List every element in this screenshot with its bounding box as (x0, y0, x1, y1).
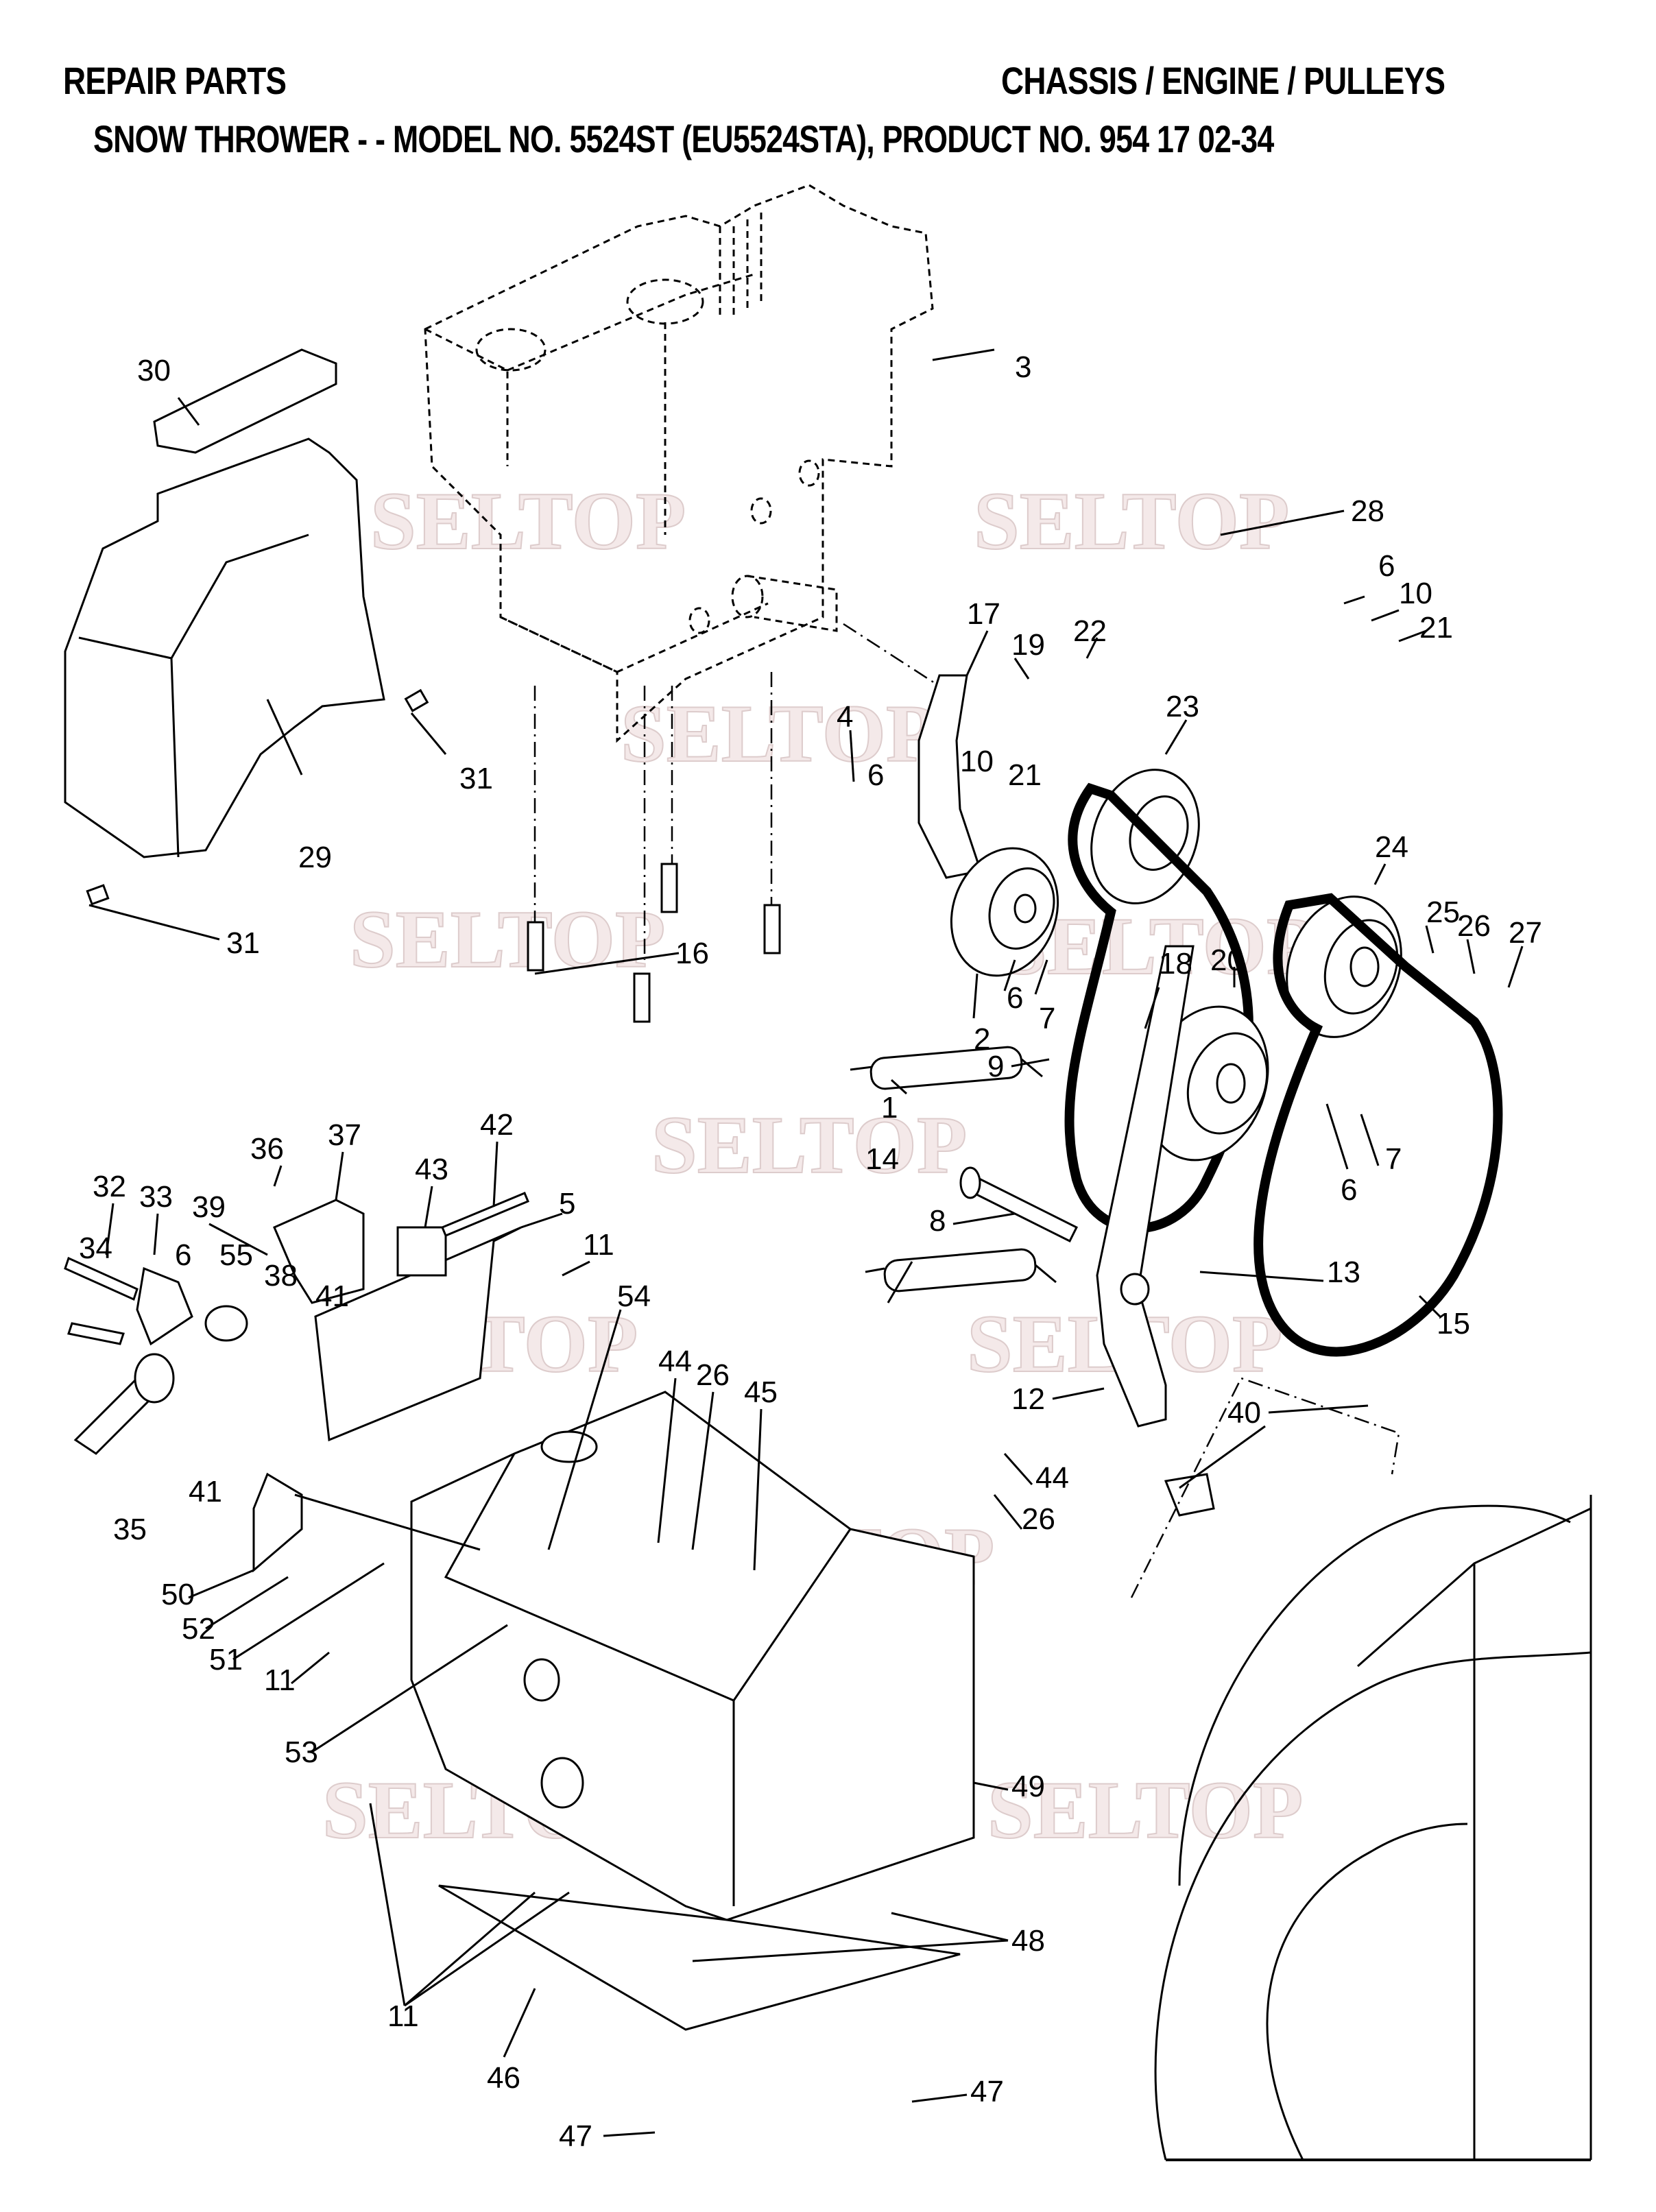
callout-24: 24 (1375, 830, 1408, 864)
shift-arm-parts-32-35 (64, 1256, 248, 1455)
spring-part-14 (865, 1248, 1057, 1293)
callout-31: 31 (226, 926, 260, 960)
callout-50: 50 (161, 1578, 195, 1611)
callout-1: 1 (881, 1091, 898, 1125)
callout-11: 11 (583, 1228, 614, 1262)
callout-19: 19 (1011, 628, 1045, 662)
callout-5: 5 (559, 1187, 575, 1221)
callout-41: 41 (315, 1279, 349, 1313)
callout-45: 45 (744, 1375, 778, 1409)
callout-8: 8 (929, 1204, 946, 1238)
leader-lines (88, 348, 1524, 1400)
callout-52: 52 (182, 1612, 215, 1646)
callout-47: 47 (970, 2075, 1004, 2108)
callout-11: 11 (264, 1663, 296, 1697)
callout-12: 12 (1011, 1382, 1045, 1416)
bracket-part-43 (396, 1226, 447, 1277)
frame-part-49 (410, 1391, 975, 1921)
callout-4: 4 (837, 700, 853, 734)
callout-26: 26 (1022, 1502, 1055, 1536)
auger-housing (1130, 1377, 1592, 2161)
callout-32: 32 (93, 1170, 126, 1203)
watermark: SELTOP (651, 1099, 967, 1190)
belt-cover-part-29 (64, 437, 385, 858)
rod-part-42 (441, 1192, 529, 1237)
callout-9: 9 (987, 1050, 1004, 1083)
callout-14: 14 (865, 1142, 899, 1176)
callout-6: 6 (1341, 1173, 1357, 1207)
callout-6: 6 (175, 1238, 191, 1272)
callout-labels: 30 3 28 6 10 21 17 19 22 4 6 10 21 23 31… (79, 350, 1542, 2153)
leader-lines-lower (105, 1141, 1369, 2137)
callout-26: 26 (696, 1358, 730, 1392)
idler-pulley-part-2 (950, 847, 1059, 977)
callout-21: 21 (1419, 611, 1453, 645)
watermark: SELTOP (621, 688, 936, 779)
callout-17: 17 (967, 597, 1000, 631)
callout-48: 48 (1011, 1924, 1045, 1958)
callout-7: 7 (1385, 1142, 1402, 1176)
callout-35: 35 (113, 1513, 147, 1546)
bottom-plate-part-46 (438, 1884, 961, 2031)
callout-2: 2 (974, 1022, 990, 1056)
idler-arm-part-12 (1096, 945, 1195, 1428)
belt-part-15 (1253, 893, 1503, 1357)
callout-37: 37 (328, 1118, 361, 1152)
callout-6: 6 (1007, 981, 1023, 1015)
engine-outline (424, 184, 934, 743)
callout-40: 40 (1227, 1396, 1261, 1430)
callout-33: 33 (139, 1180, 173, 1214)
callout-47: 47 (559, 2119, 592, 2153)
air-filter-cover-part-30 (153, 348, 337, 454)
callout-18: 18 (1159, 947, 1192, 981)
callout-39: 39 (192, 1190, 226, 1224)
callout-36: 36 (250, 1132, 284, 1166)
callout-46: 46 (487, 2061, 520, 2095)
callout-51: 51 (209, 1643, 243, 1676)
callout-26: 26 (1457, 909, 1491, 943)
watermark: SELTOP (350, 893, 665, 985)
callout-16: 16 (675, 937, 709, 970)
watermark: SELTOP (370, 475, 686, 566)
callout-30: 30 (137, 354, 171, 387)
callout-6: 6 (1378, 549, 1395, 583)
callout-23: 23 (1166, 690, 1199, 723)
callout-28: 28 (1351, 494, 1384, 528)
callout-3: 3 (1015, 350, 1031, 384)
callout-49: 49 (1011, 1770, 1045, 1803)
callout-22: 22 (1073, 614, 1107, 648)
bolts-part-16 (527, 863, 781, 1023)
callout-11: 11 (387, 1999, 419, 2033)
callout-43: 43 (415, 1153, 448, 1186)
spring-part-1 (850, 1046, 1043, 1090)
callout-10: 10 (1399, 577, 1432, 610)
callout-27: 27 (1509, 916, 1542, 950)
callout-38: 38 (264, 1259, 298, 1293)
callout-20: 20 (1210, 943, 1244, 977)
screw-part-31 (86, 688, 429, 906)
watermark: SELTOP (974, 475, 1289, 566)
callout-29: 29 (298, 841, 332, 874)
callout-44: 44 (658, 1345, 692, 1378)
callout-41: 41 (189, 1475, 222, 1508)
model-subtitle: SNOW THROWER - - MODEL NO. 5524ST (EU552… (93, 117, 1274, 160)
watermark: SELTOP (987, 1764, 1303, 1855)
callout-44: 44 (1035, 1461, 1069, 1495)
callout-31: 31 (459, 762, 493, 795)
callout-10: 10 (960, 745, 994, 778)
callout-13: 13 (1327, 1255, 1360, 1289)
callout-15: 15 (1437, 1307, 1470, 1341)
pin-part-8 (959, 1166, 1079, 1243)
callout-54: 54 (617, 1279, 651, 1313)
section-title: REPAIR PARTS (63, 59, 287, 102)
category-title: CHASSIS / ENGINE / PULLEYS (1001, 59, 1445, 102)
shift-bracket-parts (252, 1226, 522, 1573)
callout-7: 7 (1039, 1002, 1055, 1035)
callout-25: 25 (1426, 895, 1460, 929)
callout-6: 6 (867, 758, 884, 792)
callout-21: 21 (1008, 758, 1042, 792)
callout-42: 42 (480, 1108, 514, 1142)
